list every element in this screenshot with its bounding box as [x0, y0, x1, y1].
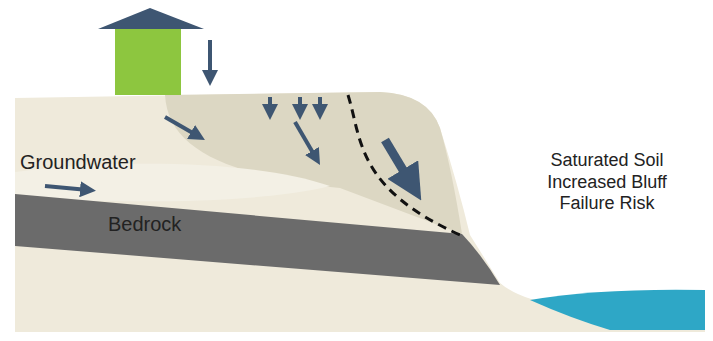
water — [530, 290, 705, 330]
house-roof — [98, 8, 204, 29]
bedrock-layer — [15, 194, 500, 285]
bedrock-label: Bedrock — [108, 212, 228, 236]
house-body — [115, 28, 181, 95]
groundwater-label: Groundwater — [20, 150, 180, 174]
risk-note: Saturated Soil Increased Bluff Failure R… — [532, 150, 682, 215]
failure-plane — [348, 95, 460, 235]
land — [15, 92, 705, 332]
slide-arrow — [385, 140, 412, 185]
